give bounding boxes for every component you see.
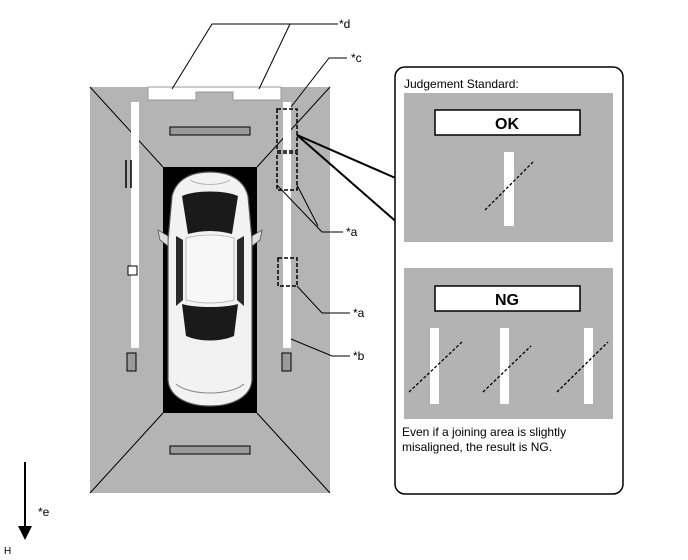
ng-tape-3 [584, 328, 593, 404]
callout-e: *e [38, 505, 50, 519]
leader-b [290, 338, 350, 357]
floor-target-plates [147, 86, 282, 101]
panel-note-line2: misaligned, the result is NG. [402, 440, 552, 454]
arrow-down-icon [18, 526, 32, 540]
zoom-wedge-bottom [296, 134, 401, 226]
callout-a-upper: *a [346, 225, 358, 239]
ok-diagonal [484, 160, 535, 211]
panel-title: Judgement Standard: [404, 77, 519, 91]
ng-diagonal-2 [482, 345, 532, 393]
bay-edge-bottom-right [256, 412, 331, 494]
judgement-panel: Judgement Standard: OK NG Even if a join… [394, 66, 624, 495]
roof [185, 234, 235, 304]
left-side-windows [176, 236, 183, 306]
rear-bumper-line [175, 383, 245, 394]
panel-note-line1: Even if a joining area is slightly [402, 425, 566, 439]
leader-d-1 [171, 23, 338, 90]
leader-a-lower [296, 285, 350, 314]
ng-tape-2 [500, 328, 509, 404]
right-tape-line [283, 102, 291, 348]
leader-a-upper-1 [276, 184, 343, 233]
bay-edge-bottom-left [89, 412, 164, 494]
ok-label-box [434, 109, 581, 136]
direction-arrow [18, 462, 32, 540]
rear-target-bar [169, 445, 251, 455]
left-tape-end [126, 352, 137, 372]
joint-check-box-2 [276, 152, 298, 191]
car-top-view [157, 171, 263, 407]
joint-check-box-1 [276, 108, 298, 152]
rear-window [182, 304, 238, 341]
ng-tape-1 [430, 328, 439, 404]
leader-c [290, 57, 347, 108]
ng-diagonal-1 [408, 341, 463, 393]
left-joint-mark [127, 265, 138, 276]
windshield [182, 191, 238, 234]
left-tape-line [131, 102, 139, 348]
leader-d-2 [258, 23, 291, 90]
ng-label: NG [495, 292, 519, 309]
leader-lines [171, 23, 401, 357]
left-mirror [157, 229, 169, 247]
bay-edge-top-right [256, 86, 331, 168]
bay-edge-top-left [89, 86, 164, 168]
leader-a-upper-2 [296, 184, 319, 227]
ok-tape [504, 152, 514, 226]
ng-label-box [434, 285, 581, 312]
callout-a-lower: *a [353, 306, 365, 320]
front-target-bar [169, 126, 251, 136]
right-mirror [251, 229, 263, 247]
callout-d: *d [339, 17, 350, 31]
right-side-windows [237, 236, 244, 306]
callout-c: *c [351, 51, 362, 65]
ok-label: OK [495, 116, 519, 133]
joint-check-box-3 [277, 257, 298, 287]
corner-code: H [4, 546, 11, 557]
ng-diagonal-3 [556, 341, 609, 393]
zoom-wedge-top [296, 134, 401, 181]
callout-b: *b [353, 349, 365, 363]
right-tape-end [281, 352, 292, 372]
hood-line [189, 179, 231, 185]
